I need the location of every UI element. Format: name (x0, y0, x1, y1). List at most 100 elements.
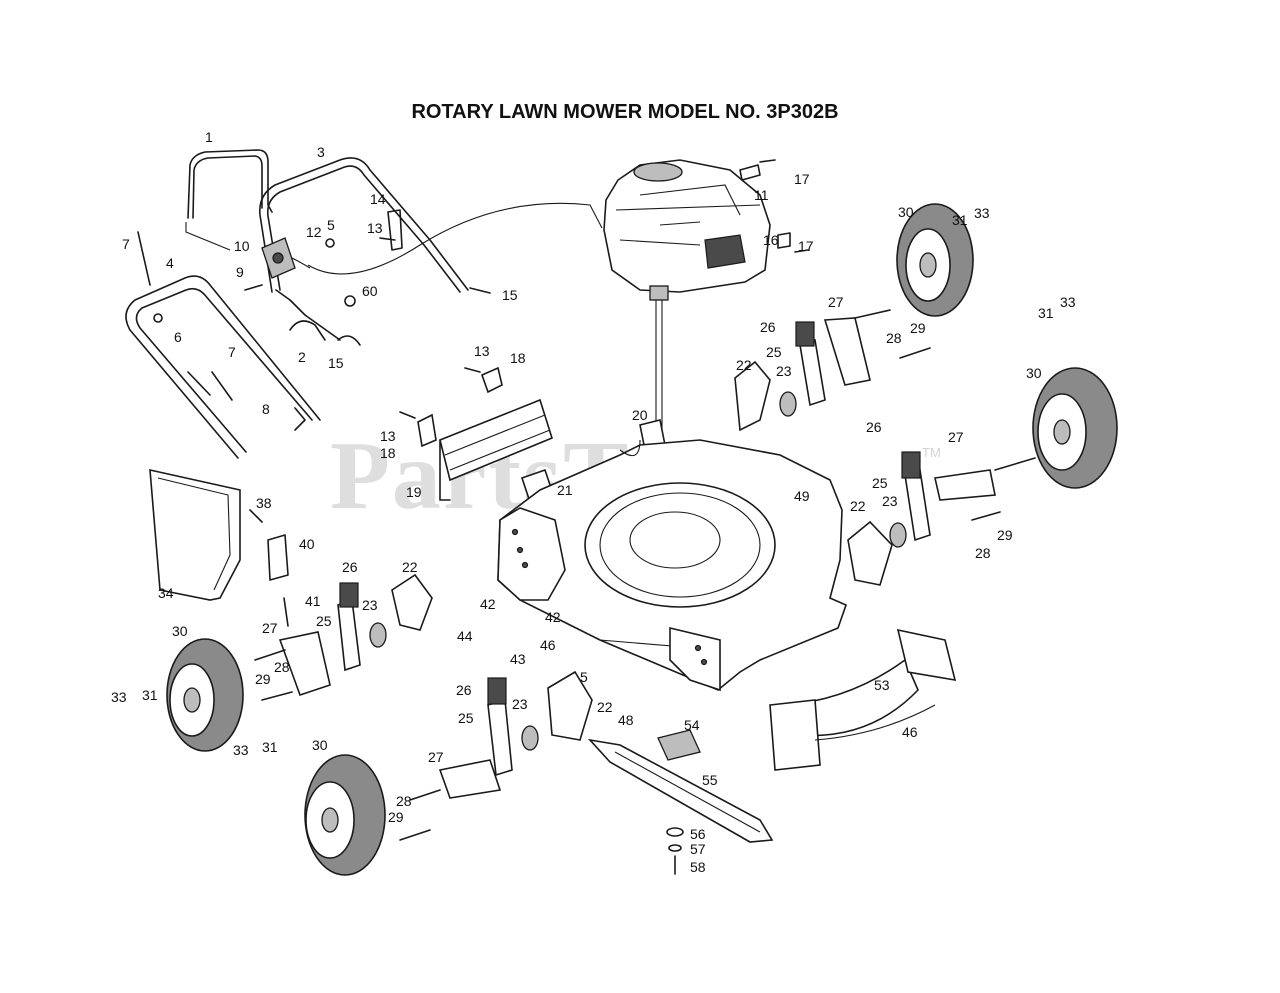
callout-26: 26 (342, 559, 358, 575)
callout-29: 29 (910, 320, 926, 336)
callout-23: 23 (362, 597, 378, 613)
callout-8: 8 (262, 401, 270, 417)
watermark-trademark: TM (922, 445, 941, 460)
callout-25: 25 (458, 710, 474, 726)
callout-22: 22 (736, 357, 752, 373)
callout-7: 7 (228, 344, 236, 360)
callout-56: 56 (690, 826, 706, 842)
callout-21: 21 (557, 482, 573, 498)
wheel-right-lower-30 (1032, 367, 1118, 489)
callout-13: 13 (367, 220, 383, 236)
callout-22: 22 (597, 699, 613, 715)
callout-58: 58 (690, 859, 706, 875)
callout-5: 5 (327, 217, 335, 233)
callout-31: 31 (1038, 305, 1054, 321)
blade-adapter-54 (657, 729, 701, 761)
rear-skirt-53 (769, 628, 957, 771)
height-adjuster-left-lower (399, 670, 593, 841)
callout-31: 31 (952, 212, 968, 228)
callout-46: 46 (902, 724, 918, 740)
height-adjuster-right-upper (734, 309, 931, 432)
callout-29: 29 (388, 809, 404, 825)
callout-14: 14 (370, 191, 386, 207)
callout-26: 26 (866, 419, 882, 435)
wheel-right-upper-30 (896, 203, 974, 317)
callout-28: 28 (975, 545, 991, 561)
callout-22: 22 (850, 498, 866, 514)
callout-49: 49 (794, 488, 810, 504)
callout-12: 12 (306, 224, 322, 240)
callout-31: 31 (142, 687, 158, 703)
wheel-left-lower-30 (304, 754, 386, 876)
upper-handle-part-3 (258, 157, 469, 341)
small-hardware-handle (137, 209, 491, 431)
callout-5: 5 (580, 669, 588, 685)
wheel-left-upper-30 (166, 638, 244, 752)
height-adjuster-left-upper (254, 573, 433, 701)
height-adjuster-right-lower (847, 451, 1036, 586)
callout-43: 43 (510, 651, 526, 667)
callout-41: 41 (305, 593, 321, 609)
callout-33: 33 (974, 205, 990, 221)
callout-23: 23 (512, 696, 528, 712)
callout-29: 29 (997, 527, 1013, 543)
callout-7: 7 (122, 236, 130, 252)
callout-28: 28 (886, 330, 902, 346)
handle-bracket-part-10 (261, 237, 296, 279)
callout-42: 42 (480, 596, 496, 612)
callout-29: 29 (255, 671, 271, 687)
callout-60: 60 (362, 283, 378, 299)
callout-20: 20 (632, 407, 648, 423)
callout-19: 19 (406, 484, 422, 500)
callout-11: 11 (754, 187, 769, 203)
callout-27: 27 (828, 294, 844, 310)
callout-30: 30 (172, 623, 188, 639)
callout-34: 34 (158, 585, 174, 601)
callout-4: 4 (166, 255, 174, 271)
callout-23: 23 (882, 493, 898, 509)
callout-25: 25 (316, 613, 332, 629)
callout-9: 9 (236, 264, 244, 280)
engine-bracket-11-16 (739, 159, 809, 253)
callout-17: 17 (798, 238, 814, 254)
callout-10: 10 (234, 238, 250, 254)
cutting-blade-55 (587, 738, 774, 843)
mower-deck-49 (497, 439, 847, 692)
callout-26: 26 (456, 682, 472, 698)
callout-53: 53 (874, 677, 890, 693)
callout-16: 16 (763, 232, 779, 248)
callout-22: 22 (402, 559, 418, 575)
callout-13: 13 (474, 343, 490, 359)
callout-25: 25 (766, 344, 782, 360)
callout-13: 13 (380, 428, 396, 444)
callout-42: 42 (545, 609, 561, 625)
callout-28: 28 (396, 793, 412, 809)
callout-27: 27 (262, 620, 278, 636)
callout-48: 48 (618, 712, 634, 728)
diagram-title: ROTARY LAWN MOWER MODEL NO. 3P302B (411, 101, 839, 123)
callout-18: 18 (380, 445, 396, 461)
callout-2: 2 (298, 349, 306, 365)
control-cable (291, 202, 603, 275)
callout-15: 15 (328, 355, 344, 371)
callout-33: 33 (233, 742, 249, 758)
callout-30: 30 (898, 204, 914, 220)
callout-6: 6 (174, 329, 182, 345)
callout-28: 28 (274, 659, 290, 675)
callout-31: 31 (262, 739, 278, 755)
callout-15: 15 (502, 287, 518, 303)
callout-44: 44 (457, 628, 473, 644)
callout-46: 46 (540, 637, 556, 653)
callout-27: 27 (948, 429, 964, 445)
callout-18: 18 (510, 350, 526, 366)
callout-30: 30 (1026, 365, 1042, 381)
callout-55: 55 (702, 772, 718, 788)
callout-1: 1 (205, 129, 213, 145)
callout-3: 3 (317, 144, 325, 160)
engine (603, 159, 771, 301)
callout-57: 57 (690, 841, 706, 857)
grass-deflector-34 (149, 468, 289, 627)
lower-handle-part-4 (125, 275, 321, 459)
